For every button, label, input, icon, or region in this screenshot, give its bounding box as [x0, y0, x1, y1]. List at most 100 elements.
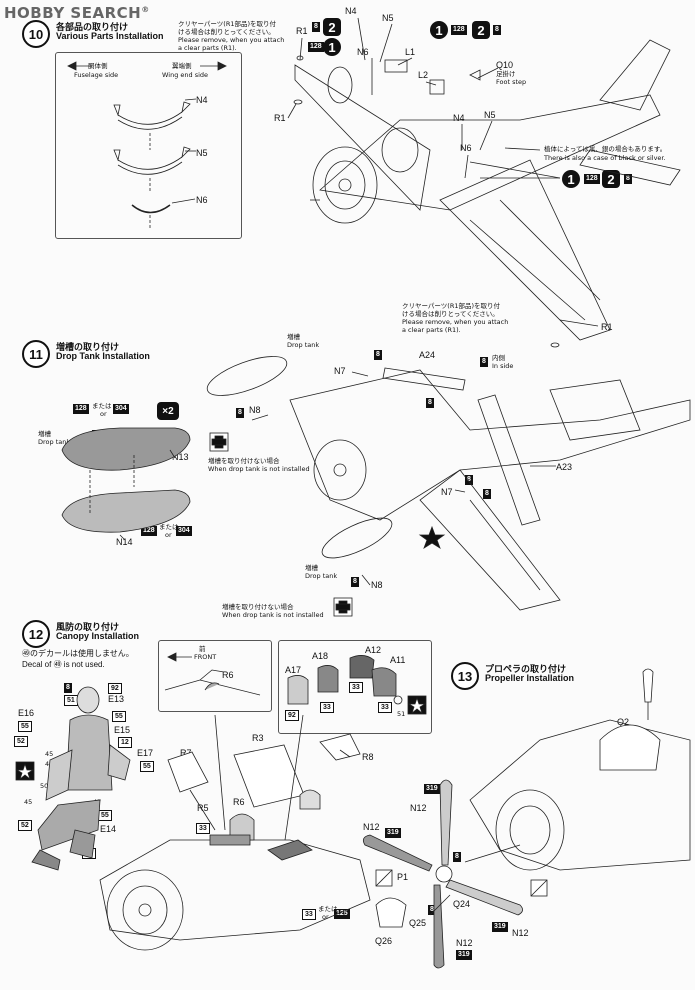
- code-2-b: 2: [472, 21, 490, 39]
- clear-note-jp-2: ける場合は削りとってください。: [178, 28, 275, 36]
- code-319-bottom: 319: [456, 950, 472, 960]
- step-12-title-en: Canopy Installation: [56, 631, 140, 641]
- drop-tank-jp-left: 増槽: [38, 430, 51, 438]
- code-8-wing: 8: [426, 398, 434, 408]
- part-n14: N14: [116, 537, 133, 547]
- code-55-e16: 55: [18, 721, 32, 732]
- clear-note2-jp-1: クリヤーパーツ(R1部品)を取り付: [402, 302, 501, 310]
- decal-note-en: Decal of ㊾ is not used.: [22, 660, 105, 669]
- clear-note2-en-1: Please remove, when you attach: [402, 318, 509, 326]
- part-e17: E17: [137, 748, 154, 758]
- part-l2: L2: [418, 70, 429, 80]
- part-n12-left: N12: [363, 822, 380, 832]
- foot-step-jp: 足掛け: [496, 70, 516, 78]
- part-n4-mid: N4: [453, 113, 465, 123]
- code-319-left: 319: [385, 828, 401, 838]
- part-e16: E16: [18, 708, 35, 718]
- code-8-n7b: 8: [465, 475, 473, 485]
- code-1-b: 1: [430, 21, 448, 39]
- part-n12-top: N12: [410, 803, 427, 813]
- fill-hole-icon: [209, 432, 353, 617]
- aircraft-top-drawing-icon: [206, 356, 691, 611]
- part-n5-top: N5: [382, 13, 394, 23]
- or-jp-seat: または: [318, 905, 338, 913]
- code-8-e13: 8: [64, 683, 72, 693]
- decal-50: 50: [40, 782, 49, 790]
- clear-note2-en-2: a clear parts (R1).: [402, 326, 461, 334]
- drop-tank-en-bottom: Drop tank: [305, 572, 338, 580]
- code-304-tank: 304: [113, 404, 129, 414]
- fuselage-side-jp: 胴体側: [88, 62, 108, 70]
- code-12-e15: 12: [118, 737, 132, 748]
- part-q2: Q2: [617, 717, 630, 727]
- part-n6-top: N6: [357, 47, 369, 57]
- code-8-b: 8: [493, 25, 501, 35]
- code-304-tank-b: 304: [176, 526, 192, 536]
- part-r6: R6: [233, 797, 245, 807]
- part-n6-mid: N6: [460, 143, 472, 153]
- inside-en: In side: [492, 362, 514, 370]
- code-8-q25: 8: [428, 905, 436, 915]
- step-10-title-en: Various Parts Installation: [56, 31, 164, 41]
- code-128-tank: 128: [73, 404, 89, 414]
- step-10-title-jp: 各部品の取り付け: [56, 23, 129, 33]
- part-n5-drawing-icon: [113, 146, 196, 192]
- part-n12-bottom: N12: [456, 938, 473, 948]
- part-a18: A18: [312, 651, 329, 661]
- code-128-tank-b: 128: [141, 526, 157, 536]
- code-55-e17: 55: [140, 761, 154, 772]
- alt-color-jp: 植体によっては黒、銀の場合もあります。: [544, 145, 667, 153]
- step-10-inset-box: [55, 52, 242, 239]
- drop-tank-jp-bottom: 増槽: [305, 564, 318, 572]
- or-jp: または: [92, 402, 112, 410]
- front-inset-drawing-icon: [164, 652, 261, 696]
- clear-note-en-1: Please remove, when you attach: [178, 36, 285, 44]
- code-128-a: 128: [308, 42, 324, 52]
- part-a11: A11: [390, 655, 406, 665]
- code-2-a: 2: [323, 18, 341, 36]
- times-two-badge: ×2: [157, 402, 179, 420]
- pilot-figure-drawing-icon: [31, 686, 131, 871]
- drop-tank-en-left: Drop tank: [38, 438, 71, 446]
- clear-note-en-2: a clear parts (R1).: [178, 44, 237, 52]
- part-n8-top: N8: [249, 405, 261, 415]
- armor-parts-drawing-icon: [287, 655, 427, 715]
- decal-51: 51: [397, 710, 406, 718]
- no-paint-icon: [375, 869, 548, 897]
- step-13-title-en: Propeller Installation: [485, 673, 575, 683]
- wing-side-jp: 翼端側: [172, 62, 192, 70]
- part-q26: Q26: [375, 936, 393, 946]
- code-128-c: 128: [584, 174, 600, 184]
- or-jp-b: または: [159, 523, 179, 531]
- front-inset-box: [158, 640, 272, 712]
- part-a12: A12: [365, 645, 382, 655]
- inset-part-n4: N4: [196, 95, 208, 105]
- or-en-seat: or: [322, 913, 329, 921]
- part-r3: R3: [252, 733, 264, 743]
- part-e15: E15: [114, 725, 131, 735]
- no-tank-en-a: When drop tank is not installed: [208, 465, 310, 473]
- part-n6-drawing-icon: [131, 198, 196, 228]
- part-r8: R8: [362, 752, 374, 762]
- decal-note-jp: ㊾のデカールは使用しません。: [22, 649, 134, 658]
- watermark-logo: HOBBY SEARCH®: [4, 4, 150, 22]
- part-n4-top: N4: [345, 6, 357, 16]
- step-10-number: 10: [22, 20, 50, 48]
- drop-tank-drawing-icon: [61, 427, 191, 541]
- fuselage-side-en: Fuselage side: [74, 71, 119, 79]
- part-l1: L1: [405, 47, 416, 57]
- star-icon: [15, 761, 35, 781]
- direction-arrows-icon: [67, 61, 227, 71]
- part-n7-top: N7: [334, 366, 346, 376]
- part-a24: A24: [419, 350, 436, 360]
- code-1-a: 1: [323, 38, 341, 56]
- alt-color-en: There is also a case of black or silver.: [544, 154, 666, 162]
- part-n13: N13: [172, 452, 189, 462]
- no-tank-jp-b: 増槽を取り付けない場合: [222, 603, 294, 611]
- part-q10: Q10: [496, 60, 514, 70]
- part-r1-top: R1: [296, 26, 308, 36]
- code-319-top: 319: [424, 784, 440, 794]
- no-tank-en-b: When drop tank is not installed: [222, 611, 324, 619]
- code-8-a: 8: [312, 22, 320, 32]
